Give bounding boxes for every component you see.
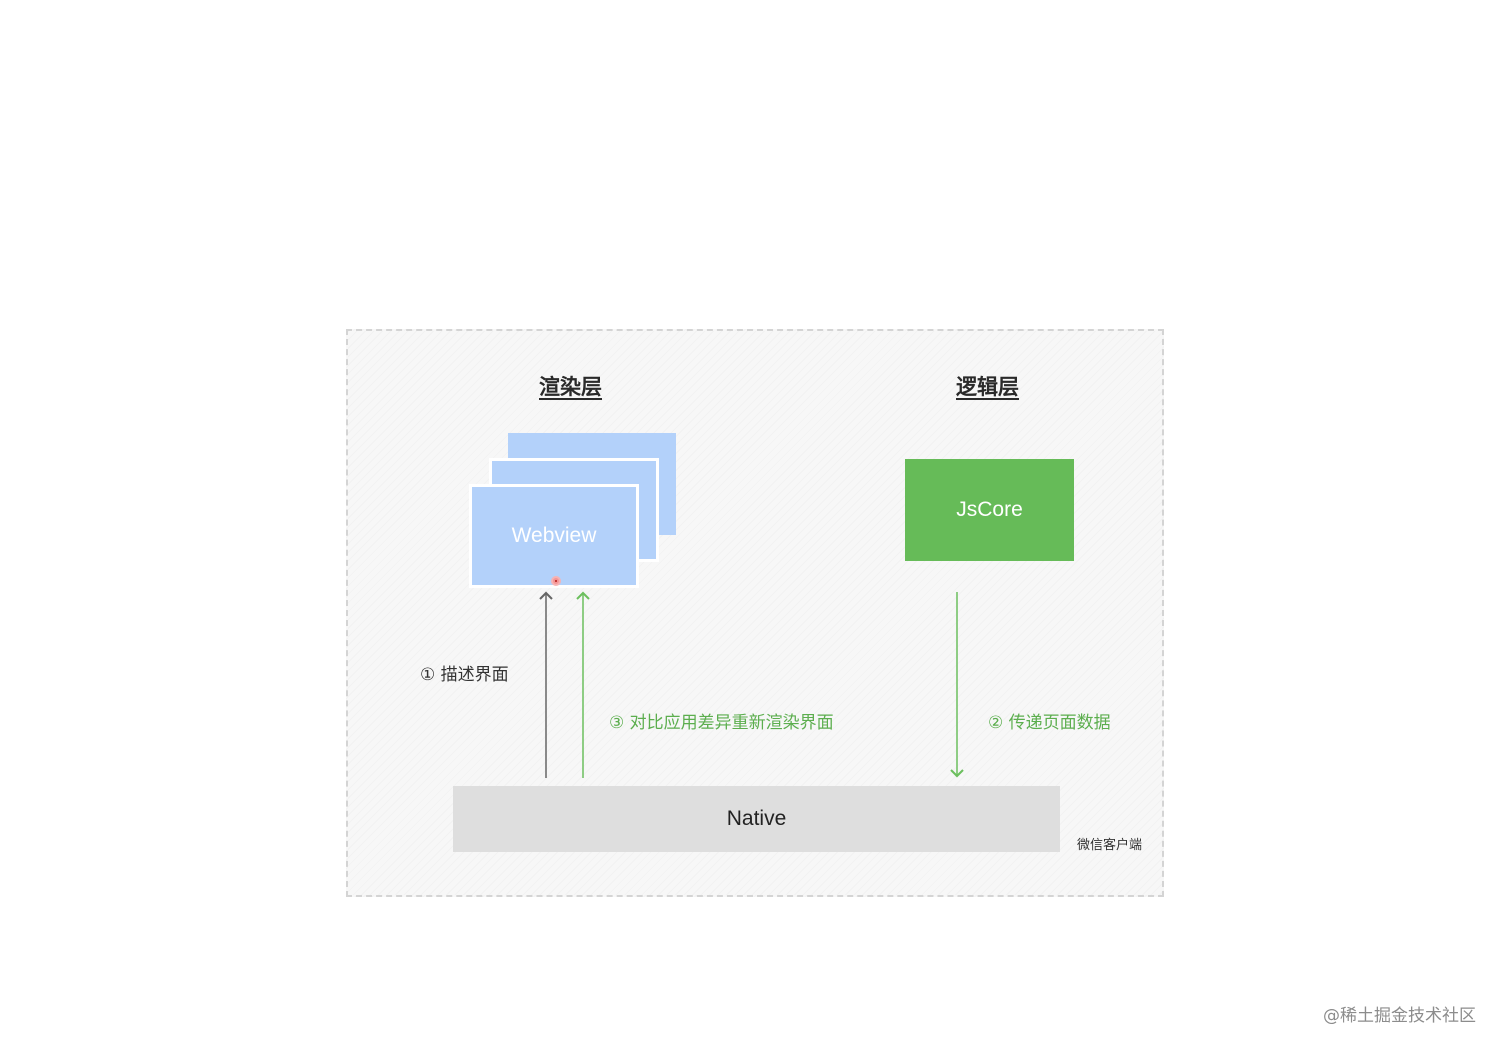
step-describe-ui-label: ① 描述界面: [420, 665, 509, 685]
step-rerender-label: ③ 对比应用差异重新渲染界面: [609, 713, 834, 733]
webview-label: Webview: [511, 524, 597, 547]
native-label: Native: [726, 807, 787, 830]
watermark: @稀土掘金技术社区: [1323, 1006, 1476, 1026]
jscore-label: JsCore: [956, 498, 1023, 521]
webview-card-front: Webview: [469, 484, 639, 588]
wechat-client-label: 微信客户端: [1077, 838, 1143, 853]
cursor-indicator-icon: [551, 576, 561, 586]
jscore-box: JsCore: [905, 459, 1074, 561]
native-box: Native: [453, 786, 1060, 852]
render-layer-title: 渲染层: [539, 375, 602, 399]
step-pass-data-label: ② 传递页面数据: [988, 713, 1111, 733]
logic-layer-title: 逻辑层: [956, 375, 1019, 399]
